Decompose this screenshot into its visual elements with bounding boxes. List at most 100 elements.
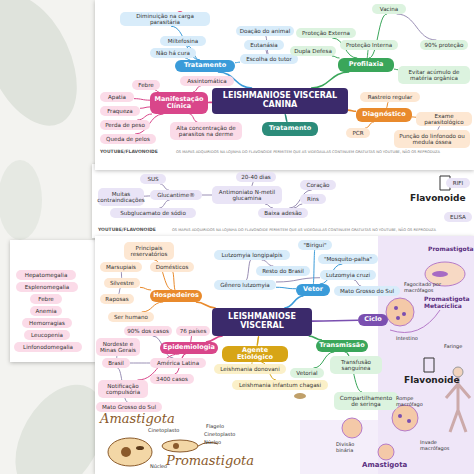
leaf-box: América Latina [150, 358, 206, 368]
node-text: Leishmania infantum chagasi [239, 382, 321, 388]
leaf-box: Escolha do tutor [240, 54, 298, 64]
node-text: Febre [38, 296, 54, 302]
node-text: Resto do Brasil [262, 268, 304, 274]
leaf-box: Raposas [100, 294, 134, 304]
leaf-box: Mato Grosso do Sul [334, 286, 400, 296]
annotation-label: Núcleo [204, 440, 234, 446]
branch-box: Hospedeiros [150, 290, 202, 302]
annotation-label: YOUTUBE/FLAVONOIDE [100, 150, 170, 155]
annotation-label: YOUTUBE/FLAVONOIDE [98, 228, 168, 233]
leaf-box: Baixa adesão [258, 208, 308, 218]
branch-line [159, 200, 169, 208]
leaf-box: Febre [132, 80, 160, 90]
branch-box: Manifestação Clínica [150, 92, 208, 114]
leaf-box: Anemia [30, 306, 62, 316]
leaf-box: Transfusão sanguínea [330, 356, 382, 374]
annotation-label: Flagelo [206, 424, 236, 430]
leaf-box: "Birigui" [298, 240, 332, 250]
node-text: Mato Grosso do Sul [340, 288, 394, 294]
leaf-box: Perda de peso [100, 120, 150, 130]
node-text: Não há cura [156, 50, 190, 56]
node-text: LEISHMANIOSE VISCERAL CANINA [214, 92, 346, 110]
node-text: Baixa adesão [264, 210, 302, 216]
central-topic: LEISHMANIOSE VISCERAL CANINA [212, 88, 348, 114]
branch-box: Agente Etiológico [222, 346, 288, 362]
leaf-box: Dupla Defesa [290, 46, 336, 56]
node-text: Apatia [108, 94, 126, 100]
node-text: Epidemiologia [163, 344, 215, 351]
branch-line [196, 302, 216, 308]
node-text: Febre [138, 82, 154, 88]
branch-line [285, 114, 288, 122]
branch-box: Diagnóstico [356, 108, 412, 122]
node-text: 20-40 dias [241, 174, 270, 180]
node-text: 3400 casos [156, 376, 188, 382]
node-text: Domésticos [156, 264, 189, 270]
leaf-box: SUS [140, 174, 166, 184]
node-text: Mato Grosso do Sul [102, 404, 156, 410]
node-text: Transmissão [319, 342, 364, 349]
annotation-label: Flavonoide [410, 194, 472, 204]
leaf-box: 90% proteção [420, 40, 468, 50]
node-text: Esplenomegalia [25, 284, 69, 290]
node-text: Miltefosina [168, 38, 198, 44]
leaf-box: Queda de pelos [100, 134, 156, 144]
node-text: Muitas contraindicações [97, 191, 145, 203]
leaf-box: Eutanásia [244, 40, 284, 50]
leaf-box: "Mosquito-palha" [318, 254, 378, 264]
leaf-box: Rastreio regular [360, 92, 420, 102]
node-text: Escolha do tutor [246, 56, 292, 62]
node-text: Perda de peso [105, 122, 145, 128]
node-text: Silvestre [110, 280, 134, 286]
leaf-box: Rins [300, 194, 326, 204]
leaf-box: Ser humano [108, 312, 154, 322]
leaf-box: PCR [346, 128, 370, 138]
leaf-box: Leucopenia [24, 330, 70, 340]
branch-line [173, 272, 175, 290]
leaf-box: Doação do animal [236, 26, 294, 36]
annotation-label: Flavonoide [404, 376, 472, 386]
annotation-label: Intestino [396, 336, 430, 342]
branch-box: Profilaxia [338, 58, 394, 72]
node-text: Hospedeiros [153, 292, 199, 299]
node-text: Manifestação Clínica [152, 96, 206, 110]
leaf-box: Apatia [100, 92, 134, 102]
leaf-box: Vetorial [290, 368, 324, 378]
leaf-box: Hepatomegalia [16, 270, 76, 280]
node-text: Profilaxia [349, 61, 384, 68]
node-text: Rastreio regular [368, 94, 413, 100]
node-text: 76 países [180, 328, 207, 334]
branch-line [257, 336, 259, 346]
node-text: Diagnóstico [362, 111, 405, 118]
cell-title: Promastigota [166, 454, 256, 468]
node-text: Coração [307, 182, 330, 188]
branch-box: Vetor [296, 284, 330, 296]
leaf-box: Proteção Externa [296, 28, 356, 38]
node-text: Principais reservatórios [126, 245, 172, 257]
leaf-box: 3400 casos [150, 374, 194, 384]
leaf-box: Diminuição na carga parasitária [120, 12, 210, 26]
leaf-box: 90% dos casos [124, 326, 172, 336]
leaf-box: Lutzomyia cruzi [320, 270, 376, 280]
node-text: Subglucamato de sódio [120, 210, 186, 216]
node-text: Tratamento [269, 125, 311, 132]
annotation-label: Divisão binária [336, 442, 372, 453]
node-text: Brasil [108, 360, 124, 366]
leaf-box: Não há cura [150, 48, 196, 58]
leaf-box: Miltefosina [160, 36, 206, 46]
node-text: Hepatomegalia [25, 272, 68, 278]
node-text: Assintomática [187, 78, 227, 84]
branch-line [140, 107, 150, 108]
node-text: Fraqueza [107, 108, 132, 114]
branch-box: Epidemiologia [160, 342, 218, 354]
node-text: Evitar acúmulo de matéria orgânica [400, 69, 468, 81]
branch-line [397, 14, 437, 40]
node-text: Compartilhamento de seringa [336, 395, 396, 407]
node-text: Antimoniato N-metil glucamina [214, 189, 280, 201]
node-text: 90% dos casos [127, 328, 169, 334]
node-text: Lutzomyia cruzi [326, 272, 370, 278]
node-text: ELISA [450, 214, 466, 220]
node-text: Leucopenia [31, 332, 63, 338]
leaf-box: 76 países [176, 326, 210, 336]
